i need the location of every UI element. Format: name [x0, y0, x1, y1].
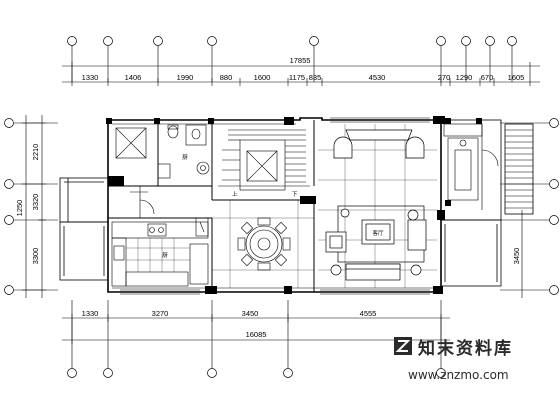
- top-total-dim: 17855: [290, 56, 311, 65]
- watermark-logo: [394, 337, 412, 355]
- room-label-upper-left: 厨: [182, 154, 188, 161]
- central-stair: [218, 129, 310, 191]
- top-dim-6: 1175: [289, 73, 305, 82]
- top-dim-8: 4530: [369, 73, 386, 82]
- bottom-dim-1: 1330: [82, 309, 99, 318]
- right-annex-fixtures: [443, 123, 499, 210]
- right-annex-columns: [445, 118, 482, 206]
- room-label-kitchen: 厨: [162, 252, 168, 259]
- top-dim-4: 880: [220, 73, 233, 82]
- right-axis-lines: [500, 122, 550, 298]
- bottom-dim-2: 3270: [152, 309, 169, 318]
- living-room-furniture: [325, 129, 427, 281]
- left-dim-4: 3300: [31, 248, 40, 265]
- bottom-axis-bubbles: [67, 368, 446, 378]
- top-dim-3: 1990: [177, 73, 194, 82]
- top-dim-11: 670: [481, 73, 494, 82]
- windows: [120, 117, 430, 295]
- bottom-dims: 1330 3270 3450 4555 16085: [82, 309, 377, 339]
- dining-cabinet: [195, 217, 209, 237]
- kitchen-counters: [111, 186, 209, 287]
- left-dim-3: 3320: [31, 194, 40, 211]
- bathroom-fixtures: [115, 124, 210, 179]
- stair-label-up: 上: [232, 190, 238, 198]
- bottom-dim-4: 4555: [360, 309, 377, 318]
- watermark-main-text: 知末资料库: [417, 338, 513, 359]
- bottom-dim-3: 3450: [242, 309, 259, 318]
- top-axis-lines: [71, 46, 513, 82]
- top-dimension-lines: [62, 62, 540, 86]
- left-annex: [59, 177, 109, 281]
- left-dims: 2210 1250 3320 3300: [15, 144, 40, 265]
- right-dim-1: 3450: [512, 248, 521, 265]
- top-dim-1: 1330: [82, 73, 99, 82]
- dining-floor-grid: [212, 200, 314, 288]
- interior-walls: [108, 120, 442, 292]
- right-axis-bubbles: [549, 118, 559, 295]
- top-dim-12: 1605: [508, 73, 525, 82]
- left-dim-2: 1250: [15, 200, 24, 217]
- top-dim-10: 1290: [456, 73, 473, 82]
- kitchen-tiles: [126, 238, 190, 272]
- watermark-url: www.znzmo.com: [408, 368, 509, 382]
- room-label-living: 客厅: [372, 229, 384, 237]
- top-dim-9: 270: [438, 73, 451, 82]
- top-dim-2: 1406: [125, 73, 142, 82]
- dining-table: [237, 217, 291, 271]
- left-axis-bubbles: [4, 118, 14, 295]
- stair-label-down: 下: [292, 191, 298, 198]
- top-axis-bubbles: [67, 36, 517, 46]
- bottom-total-dim: 16085: [246, 330, 267, 339]
- watermark: 知末资料库 www.znzmo.com: [394, 337, 513, 382]
- structural-columns: [106, 116, 445, 294]
- top-dim-7: 835: [309, 73, 322, 82]
- right-stair-treads: [505, 129, 533, 209]
- bottom-dimension-lines: [62, 314, 450, 344]
- left-dimension-lines: [22, 115, 46, 298]
- left-dim-1: 2210: [31, 144, 40, 161]
- top-dim-5: 1600: [254, 73, 271, 82]
- top-segment-dims: 1330 1406 1990 880 1600 1175 835 4530 27…: [82, 73, 525, 82]
